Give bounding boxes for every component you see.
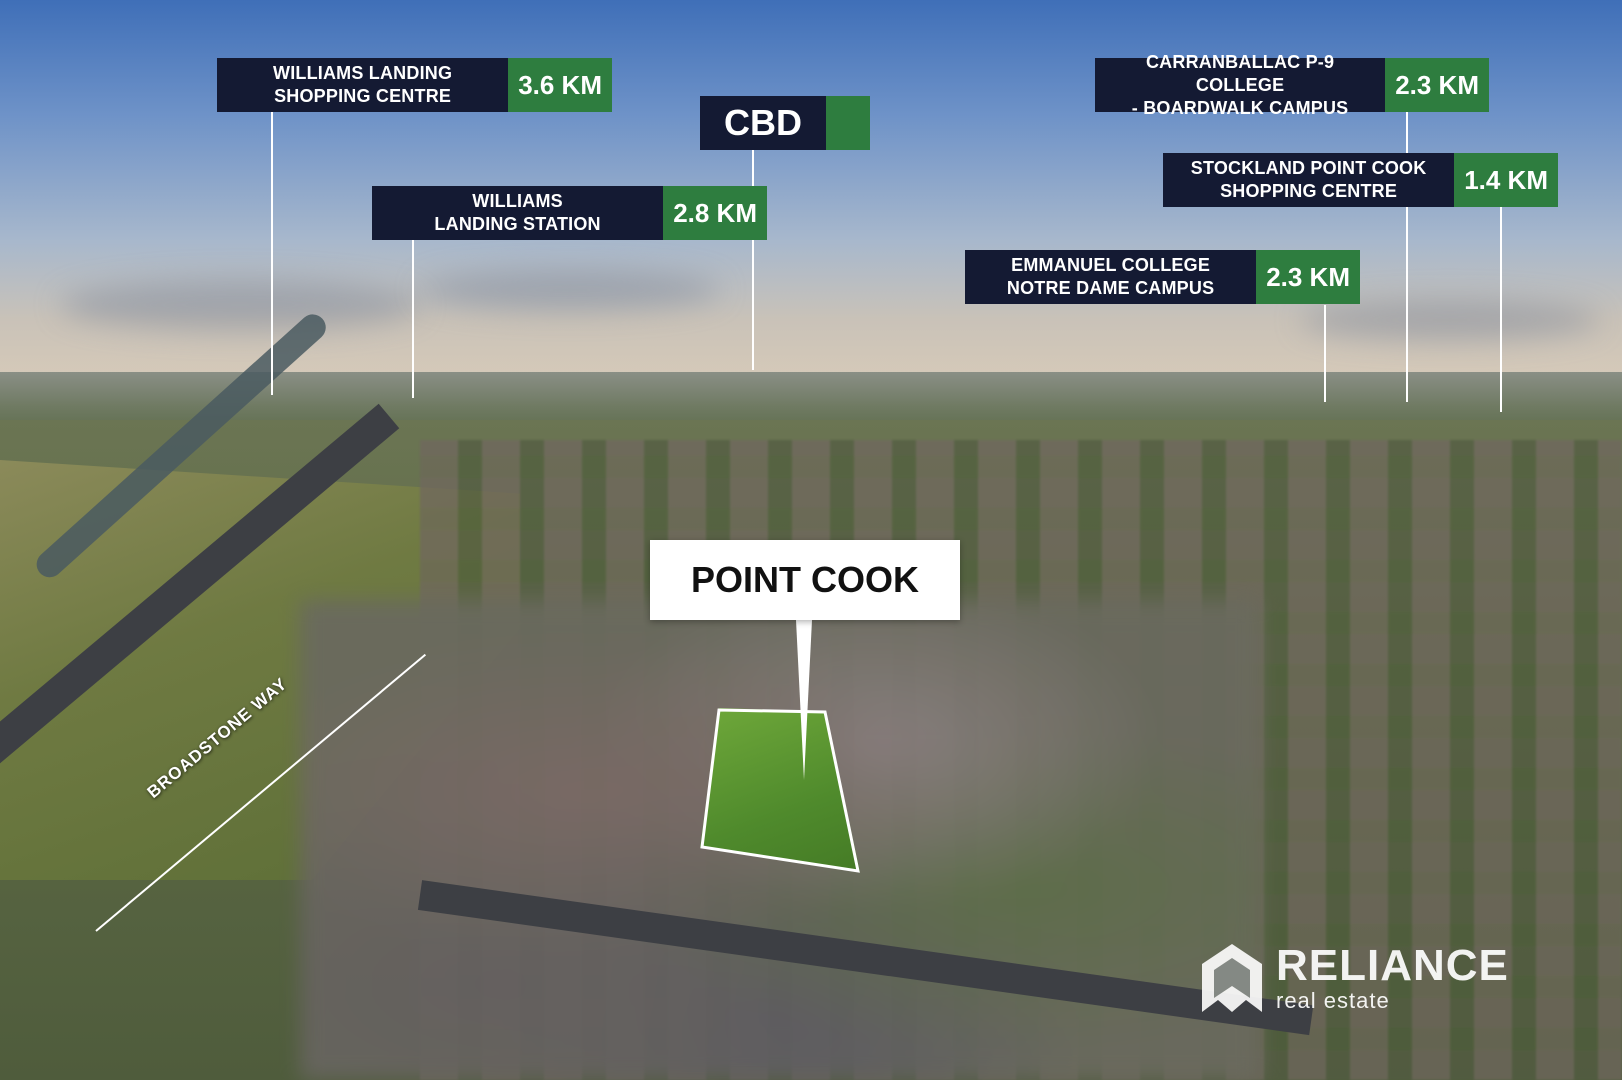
pointer-line-stockland bbox=[1500, 207, 1502, 412]
pointer-line-williams-landing-station bbox=[412, 240, 414, 398]
cloud bbox=[420, 270, 720, 310]
label-distance-block bbox=[826, 96, 870, 150]
label-cbd: CBD bbox=[700, 96, 870, 150]
brand-name: RELIANCE bbox=[1276, 941, 1509, 990]
label-name: CARRANBALLAC P-9 COLLEGE- BOARDWALK CAMP… bbox=[1131, 51, 1349, 118]
pointer-line-carranballac bbox=[1406, 112, 1408, 402]
cloud bbox=[60, 280, 420, 330]
label-distance: 1.4 KM bbox=[1454, 153, 1558, 207]
brand-tagline: real estate bbox=[1276, 988, 1390, 1013]
pointer-line-emmanuel bbox=[1324, 305, 1326, 402]
reliance-logo: RELIANCE real estate bbox=[1200, 942, 1509, 1014]
label-carranballac-college: CARRANBALLAC P-9 COLLEGE- BOARDWALK CAMP… bbox=[1095, 51, 1489, 118]
label-distance: 3.6 KM bbox=[508, 58, 612, 112]
pointer-line-cbd bbox=[752, 150, 754, 370]
lot-outline bbox=[700, 708, 860, 873]
house-logo-icon bbox=[1202, 944, 1262, 1012]
label-name: CBD bbox=[724, 102, 802, 143]
label-distance: 2.3 KM bbox=[1385, 58, 1489, 112]
point-cook-callout: POINT COOK bbox=[650, 540, 960, 620]
label-distance: 2.3 KM bbox=[1256, 250, 1360, 304]
label-distance: 2.8 KM bbox=[663, 186, 767, 240]
cloud bbox=[1300, 300, 1600, 340]
pointer-line-williams-landing-sc bbox=[271, 112, 273, 395]
point-cook-pointer bbox=[796, 620, 812, 780]
